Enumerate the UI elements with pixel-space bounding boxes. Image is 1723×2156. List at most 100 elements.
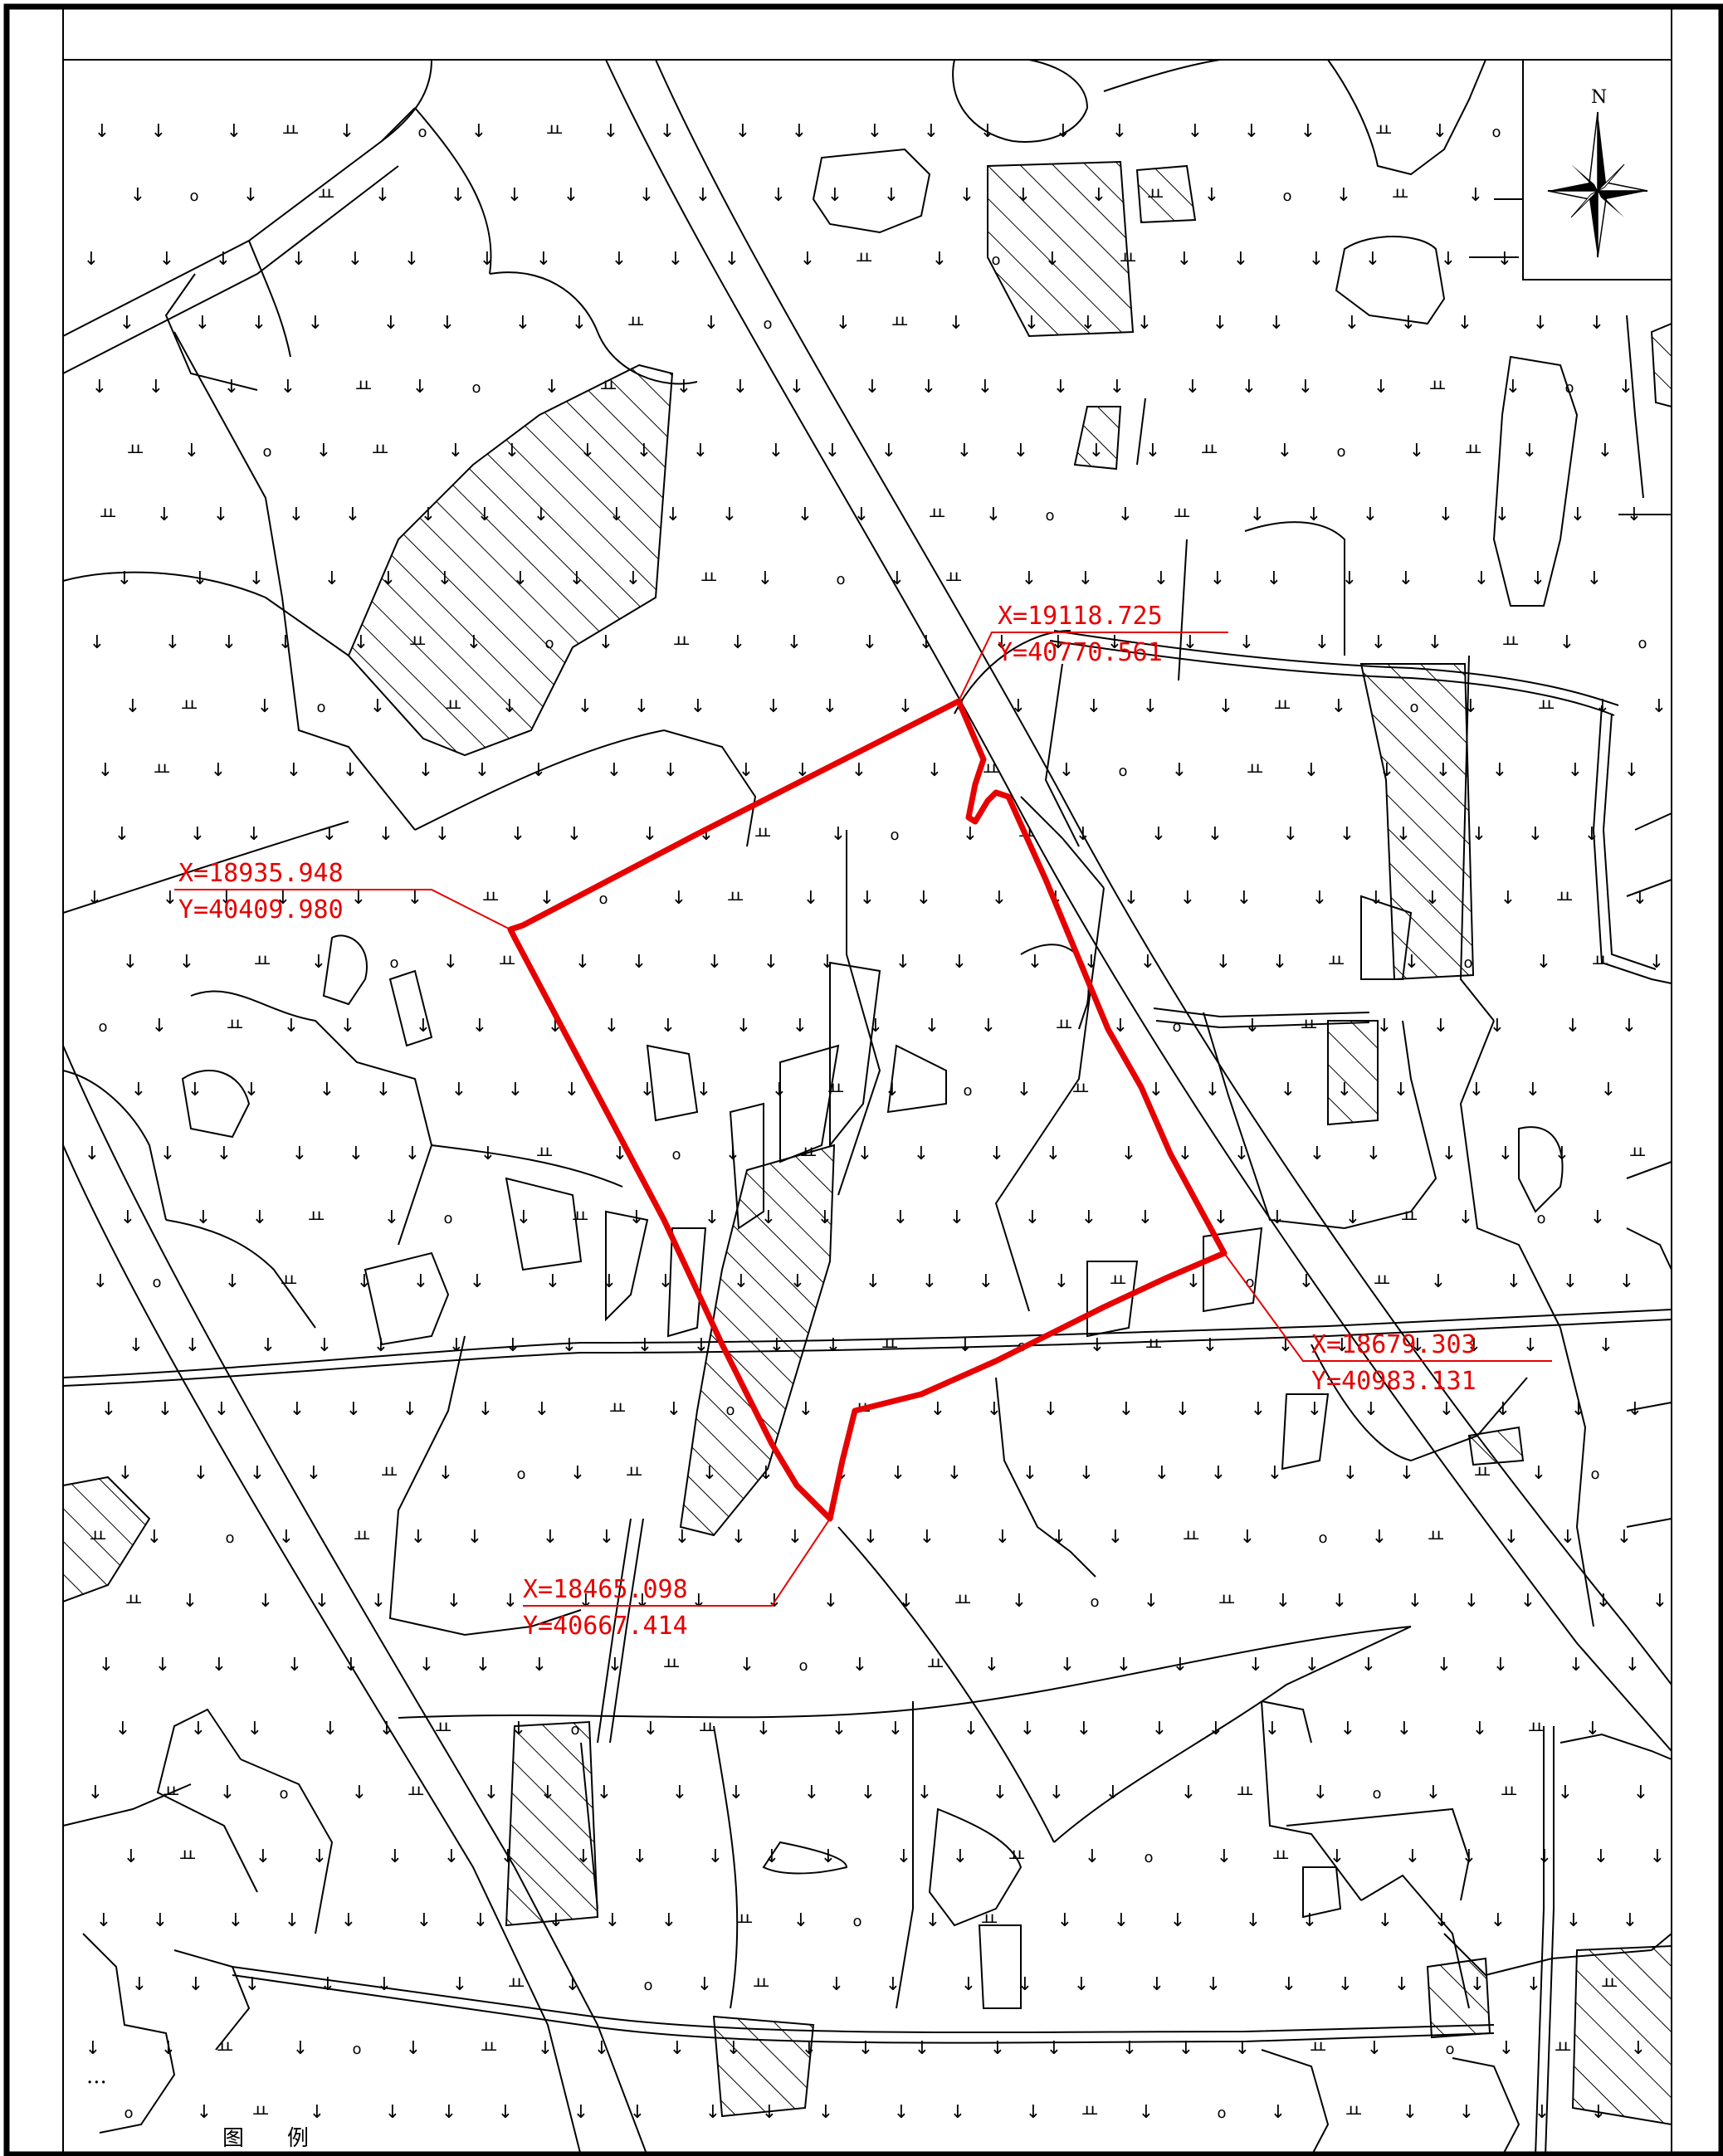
dry-land-symbol: ↓ (1601, 1080, 1616, 1100)
dry-land-symbol: ↓ (852, 1655, 867, 1676)
orchard-symbol: o (1090, 1593, 1099, 1611)
dry-land-symbol: ↓ (1335, 1335, 1350, 1356)
orchard-symbol: o (1144, 1849, 1153, 1866)
dry-land-symbol: ↓ (993, 1783, 1008, 1803)
dry-land-symbol: ↓ (578, 696, 593, 717)
dry-land-symbol: ↓ (480, 249, 495, 270)
orchard-symbol: o (1282, 188, 1291, 205)
dry-land-symbol: ↓ (1239, 632, 1254, 653)
dry-land-symbol: ↓ (963, 824, 978, 845)
dry-land-symbol: ↓ (1631, 2038, 1646, 2059)
dry-land-symbol: ↓ (863, 1527, 878, 1548)
dry-land-symbol: ↓ (1569, 1655, 1584, 1676)
paddy-symbol: ㅛ (572, 1207, 588, 1228)
dry-land-symbol: ↓ (827, 185, 842, 206)
dry-land-symbol: ↓ (858, 2038, 873, 2059)
dry-land-symbol: ↓ (867, 121, 882, 142)
dry-land-symbol: ↓ (291, 249, 306, 270)
paddy-symbol: ㅛ (673, 632, 690, 653)
dry-land-symbol: ↓ (1343, 1463, 1358, 1484)
dry-land-symbol: ↓ (1057, 1910, 1072, 1931)
dry-land-symbol: ↓ (1149, 1080, 1164, 1100)
paddy-symbol: ㅛ (929, 505, 945, 525)
dry-land-symbol: ↓ (694, 1335, 709, 1356)
dry-land-symbol: ↓ (914, 1144, 929, 1164)
dry-land-symbol: ↓ (862, 632, 877, 653)
dry-land-symbol: ↓ (1633, 1783, 1648, 1803)
dry-land-symbol: ↓ (802, 2038, 817, 2059)
dry-land-symbol: ↓ (691, 1591, 706, 1612)
dry-land-symbol: ↓ (634, 696, 649, 717)
project-boundary (507, 698, 1228, 1522)
dry-land-symbol: ↓ (1506, 1271, 1521, 1292)
dry-land-symbol: ↓ (471, 121, 486, 142)
dry-land-symbol: ↓ (188, 1974, 203, 1995)
dry-land-symbol: ↓ (594, 2038, 609, 2059)
dry-land-symbol: ↓ (348, 249, 363, 270)
paddy-symbol: ㅛ (281, 1271, 297, 1292)
dry-land-symbol: ↓ (820, 952, 835, 973)
dry-land-symbol: ↓ (697, 1974, 712, 1995)
dry-land-symbol: ↓ (544, 377, 559, 398)
dry-land-symbol: ↓ (666, 1399, 681, 1420)
dry-land-symbol: ↓ (1438, 505, 1453, 525)
dry-land-symbol: ↓ (1622, 1016, 1637, 1037)
dry-land-symbol: ↓ (152, 1016, 167, 1037)
paddy-symbol: ㅛ (1429, 377, 1446, 398)
dry-land-symbol: ↓ (1217, 1846, 1232, 1867)
dry-land-symbol: ↓ (477, 505, 492, 525)
paddy-symbol: ㅛ (125, 1591, 142, 1612)
dry-land-symbol: ↓ (1188, 121, 1203, 142)
dry-land-symbol: ↓ (891, 1463, 905, 1484)
dry-land-symbol: ↓ (92, 377, 107, 398)
dry-land-symbol: ↓ (881, 441, 896, 461)
paddy-symbol: ㅛ (381, 1463, 398, 1484)
paddy-symbol: ㅛ (408, 1783, 424, 1803)
dry-land-symbol: ↓ (898, 696, 913, 717)
paddy-symbol: ㅛ (600, 377, 617, 398)
dry-land-symbol: ↓ (661, 1910, 676, 1931)
dry-land-symbol: ↓ (1145, 441, 1160, 461)
orchard-symbol: o (1217, 2105, 1226, 2122)
dry-land-symbol: ↓ (1408, 1591, 1423, 1612)
dry-land-symbol: ↓ (84, 249, 99, 270)
dry-land-symbol: ↓ (447, 1591, 461, 1612)
dry-land-symbol: ↓ (160, 1144, 175, 1164)
dry-land-symbol: ↓ (1469, 1080, 1484, 1100)
paddy-symbol: ㅛ (1502, 632, 1519, 653)
dry-land-symbol: ↓ (868, 1016, 883, 1037)
dry-land-symbol: ↓ (1525, 1080, 1540, 1100)
dry-land-symbol: ↓ (93, 1271, 108, 1292)
dry-land-symbol: ↓ (1458, 1207, 1473, 1228)
paddy-symbol: ㅛ (945, 568, 962, 589)
dry-land-symbol: ↓ (421, 505, 436, 525)
dry-land-symbol: ↓ (379, 1719, 394, 1739)
paddy-symbol: ㅛ (536, 1144, 553, 1164)
dry-land-symbol: ↓ (1305, 1655, 1320, 1676)
dry-land-symbol: ↓ (290, 1399, 305, 1420)
dry-land-symbol: ↓ (384, 1207, 399, 1228)
dry-land-symbol: ↓ (1213, 1207, 1228, 1228)
dry-land-symbol: ↓ (726, 2038, 741, 2059)
dry-land-symbol: ↓ (1495, 505, 1510, 525)
dry-land-symbol: ↓ (1278, 1335, 1293, 1356)
paddy-symbol: ㅛ (626, 1463, 642, 1484)
dry-land-symbol: ↓ (1410, 1335, 1425, 1356)
dry-land-symbol: ↓ (764, 1846, 779, 1867)
dry-land-symbol: ↓ (1369, 888, 1384, 909)
paddy-symbol: ㅛ (1301, 1016, 1317, 1037)
dry-land-symbol: ↓ (1250, 505, 1265, 525)
orchard-symbol: o (1491, 124, 1501, 141)
dry-land-symbol: ↓ (131, 1080, 146, 1100)
dry-land-symbol: ↓ (886, 1974, 901, 1995)
dry-land-symbol: ↓ (1537, 1846, 1552, 1867)
dry-land-symbol: ↓ (352, 1783, 367, 1803)
dry-land-symbol: ↓ (1017, 1080, 1032, 1100)
dry-land-symbol: ↓ (1522, 441, 1537, 461)
orchard-symbol: o (890, 827, 899, 844)
dry-land-symbol: ↓ (598, 632, 613, 653)
dry-land-symbol: ↓ (1530, 568, 1545, 589)
orchard-symbol: o (225, 1529, 234, 1547)
paddy-symbol: ㅛ (1428, 1527, 1444, 1548)
dry-land-symbol: ↓ (151, 121, 166, 142)
